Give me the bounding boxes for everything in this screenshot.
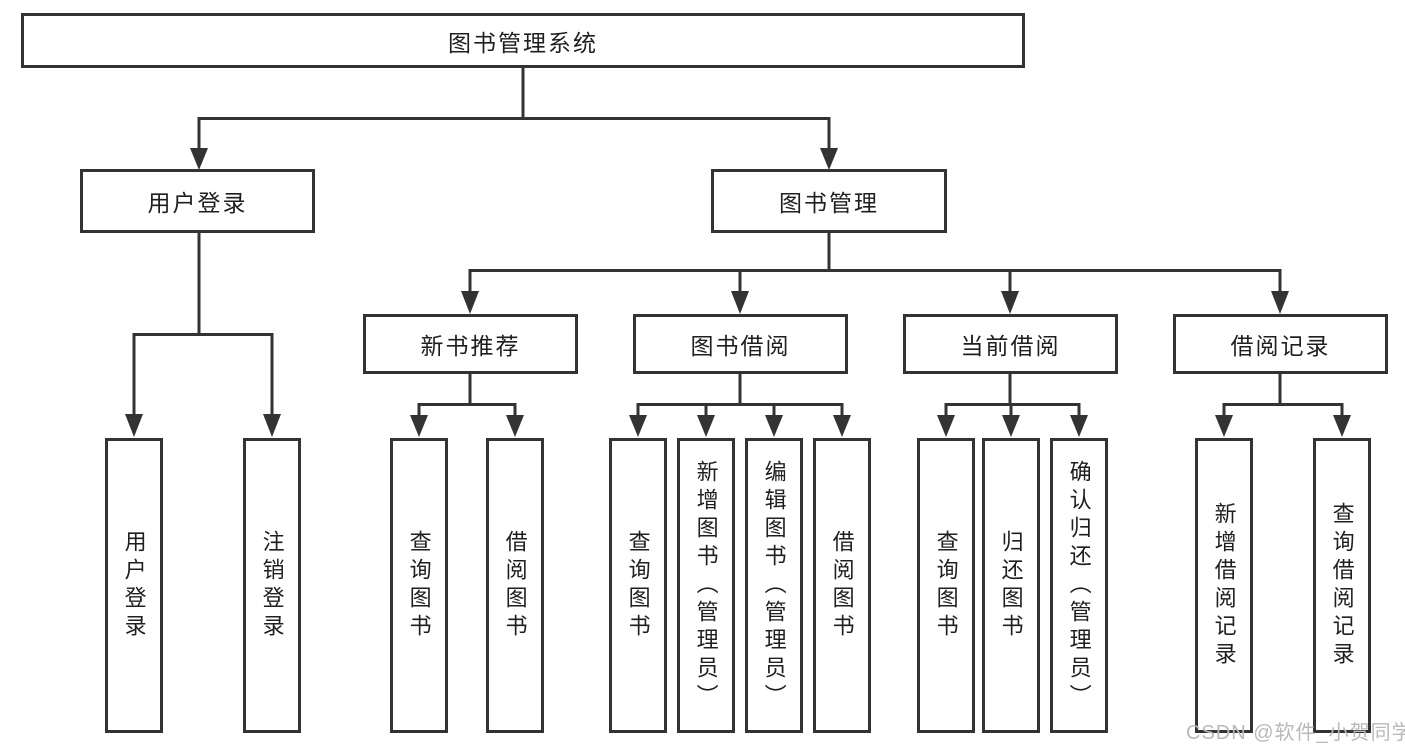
leaf-query-books-current: 查询图书 <box>917 438 975 733</box>
node-label: 当前借阅 <box>960 333 1061 359</box>
node-label: 图书管理系统 <box>448 29 598 56</box>
node-label: 图书借阅 <box>690 333 791 359</box>
leaf-label: 用户登录 <box>121 529 147 642</box>
node-new-book-recommendation: 新书推荐 <box>363 314 578 374</box>
leaf-label: 查询借阅记录 <box>1329 501 1355 670</box>
node-book-borrowing: 图书借阅 <box>633 314 848 374</box>
leaf-label: 借阅图书 <box>829 529 855 642</box>
leaf-borrow-books-recommend: 借阅图书 <box>486 438 544 733</box>
leaf-label: 确认归还（管理员） <box>1066 459 1092 712</box>
leaf-confirm-return-admin: 确认归还（管理员） <box>1050 438 1108 733</box>
watermark: CSDN @软件_小贺同学 <box>1186 722 1405 744</box>
leaf-borrow-books-borrowing: 借阅图书 <box>813 438 871 733</box>
node-label: 借阅记录 <box>1230 333 1331 359</box>
leaf-label: 新增借阅记录 <box>1211 501 1237 670</box>
leaf-label: 查询图书 <box>406 529 432 642</box>
leaf-add-book-admin: 新增图书（管理员） <box>677 438 735 733</box>
leaf-label: 注销登录 <box>259 529 285 642</box>
leaf-add-borrow-record: 新增借阅记录 <box>1195 438 1253 733</box>
node-borrowing-records: 借阅记录 <box>1173 314 1388 374</box>
leaf-edit-book-admin: 编辑图书（管理员） <box>745 438 803 733</box>
leaf-logout: 注销登录 <box>243 438 301 733</box>
node-label: 用户登录 <box>147 190 248 216</box>
leaf-label: 查询图书 <box>625 529 651 642</box>
node-current-borrowing: 当前借阅 <box>903 314 1118 374</box>
leaf-query-books-recommend: 查询图书 <box>390 438 448 733</box>
leaf-user-login: 用户登录 <box>105 438 163 733</box>
leaf-query-borrow-record: 查询借阅记录 <box>1313 438 1371 733</box>
node-label: 图书管理 <box>779 190 879 216</box>
leaf-label: 归还图书 <box>998 529 1024 642</box>
leaf-label: 新增图书（管理员） <box>693 459 719 712</box>
leaf-label: 查询图书 <box>933 529 959 642</box>
node-book-management: 图书管理 <box>711 169 947 233</box>
node-label: 新书推荐 <box>420 333 521 359</box>
leaf-return-book: 归还图书 <box>982 438 1040 733</box>
leaf-label: 编辑图书（管理员） <box>761 459 787 712</box>
leaf-label: 借阅图书 <box>502 529 528 642</box>
leaf-query-books-borrowing: 查询图书 <box>609 438 667 733</box>
node-library-management-system: 图书管理系统 <box>21 13 1025 68</box>
node-user-login: 用户登录 <box>80 169 315 233</box>
